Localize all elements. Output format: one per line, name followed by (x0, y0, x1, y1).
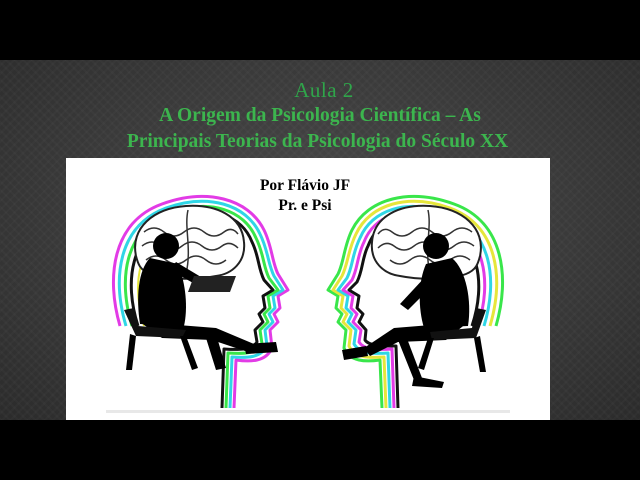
two-heads-silhouette-graphic (106, 195, 510, 413)
author-name: Por Flávio JF (259, 177, 351, 194)
lesson-label: Aula 2 (294, 78, 354, 102)
therapy-session-illustration: Por Flávio JF Pr. e Psi (66, 158, 550, 420)
left-seated-person-silhouette (124, 233, 278, 370)
slide-title-line-2: Principais Teorias da Psicologia do Sécu… (126, 131, 509, 152)
author-role: Pr. e Psi (278, 197, 332, 214)
slide-title-line-1: A Origem da Psicologia Científica – As (159, 105, 481, 126)
right-seated-person-silhouette (342, 233, 486, 388)
presentation-slide: Aula 2 A Origem da Psicologia Científica… (0, 60, 640, 420)
video-letterbox-bottom (0, 420, 640, 480)
video-letterbox-top (0, 0, 640, 60)
